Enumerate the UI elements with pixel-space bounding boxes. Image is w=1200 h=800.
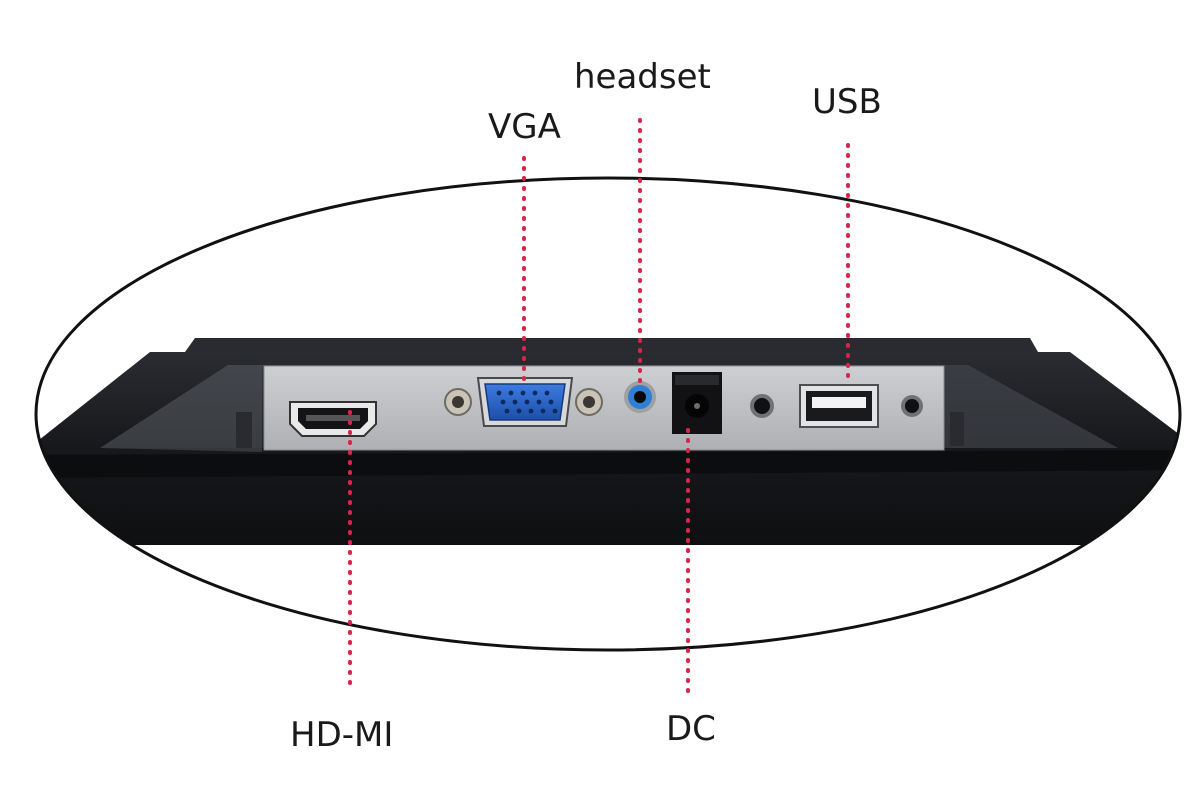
label-usb: USB	[812, 82, 882, 122]
audio-jack-icon	[624, 381, 656, 413]
label-dc: DC	[666, 709, 716, 749]
label-vga: VGA	[488, 107, 561, 147]
screw-hole-icon	[750, 394, 774, 418]
screw-hole-icon	[901, 395, 923, 417]
callout-ellipse	[34, 176, 1182, 652]
vga-port-icon	[444, 377, 603, 427]
label-headset: headset	[574, 57, 711, 97]
dc-power-jack-icon	[672, 372, 722, 434]
leader-lines	[348, 118, 850, 702]
hdmi-port-icon	[289, 401, 377, 437]
label-hdmi: HD-MI	[290, 715, 394, 755]
usb-port-icon	[799, 384, 879, 428]
